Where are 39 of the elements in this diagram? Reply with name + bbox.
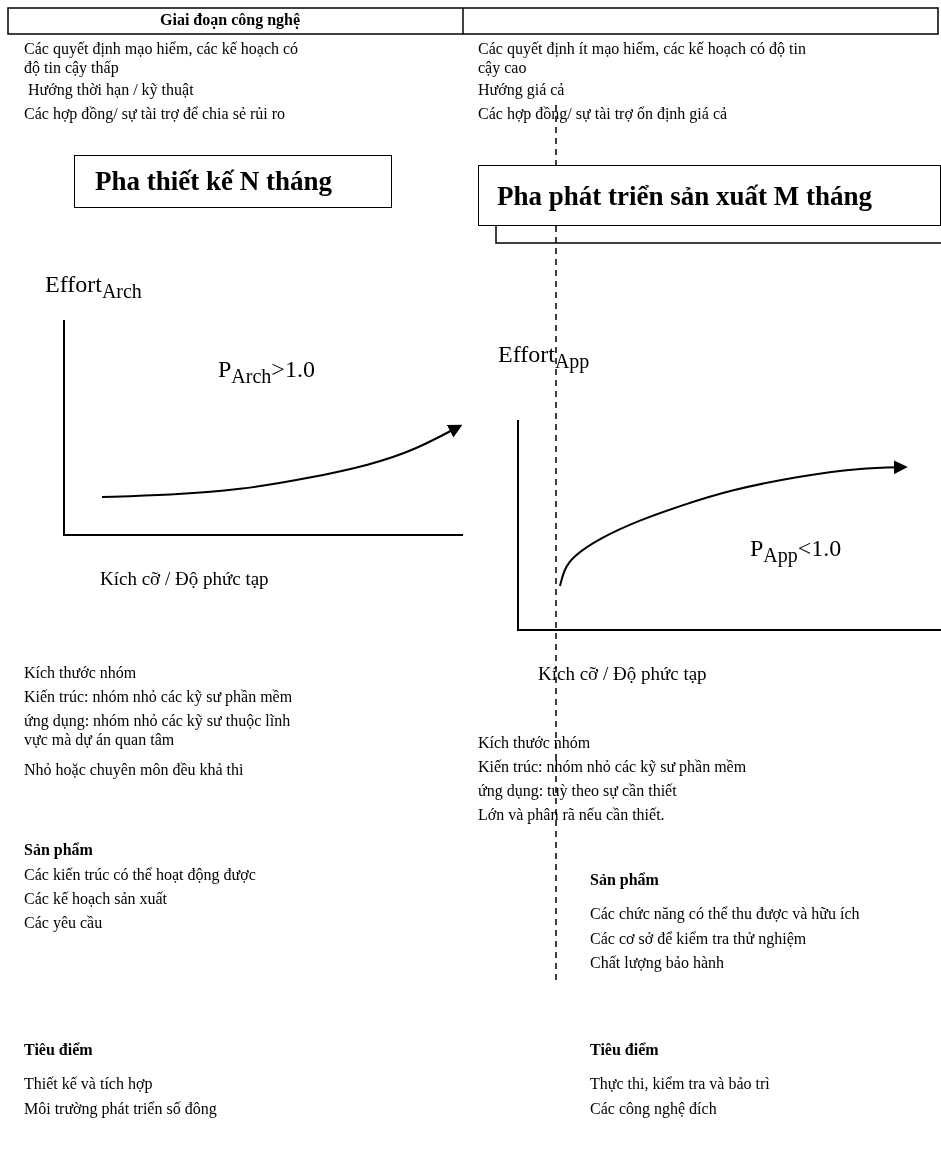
list-item: Các kế hoạch sản xuất	[24, 889, 168, 908]
list-item: Các quyết định mạo hiểm, các kế hoạch có độ tin cậy thấp	[24, 39, 300, 77]
axis-label: Kích cỡ / Độ phức tạp	[100, 568, 269, 590]
axis-label: Effort$_{App}$	[498, 340, 590, 375]
phase-box	[478, 165, 941, 226]
section-heading: Tiêu điểm	[590, 1040, 659, 1059]
list-item: Lớn và phân rã nếu cần thiết.	[478, 805, 665, 824]
list-item: Thực thi, kiểm tra và bảo trì	[590, 1074, 770, 1093]
list-item: Hướng thời hạn / kỹ thuật	[28, 80, 194, 99]
list-item: Các hợp đồng/ sự tài trợ ổn định giá cả	[478, 104, 728, 123]
list-item: Các hợp đồng/ sự tài trợ để chia sẻ rủi ro	[24, 104, 286, 123]
list-item: Các kiến trúc có thể hoạt động được	[24, 865, 256, 884]
list-item: Nhỏ hoặc chuyên môn đều khả thi	[24, 760, 244, 779]
section-heading: Sản phẩm	[24, 840, 93, 859]
phase-title: Pha phát triển sản xuất M tháng	[497, 180, 873, 212]
list-item: Môi trường phát triển số đông	[24, 1099, 217, 1118]
section-heading: Kích thước nhóm	[478, 733, 591, 752]
curve-label: P$_{Arch}$>1.0	[218, 355, 315, 389]
section-heading: Tiêu điểm	[24, 1040, 93, 1059]
list-item: Hướng giá cả	[478, 80, 565, 99]
list-item: Chất lượng bảo hành	[590, 953, 724, 972]
list-item: Các chức năng có thể thu được và hữu ích	[590, 904, 860, 923]
list-item: Các công nghệ đích	[590, 1099, 717, 1118]
section-heading: Kích thước nhóm	[24, 663, 137, 682]
axis-label: Effort$_{Arch}$	[45, 270, 142, 304]
section-heading: Sản phẩm	[590, 870, 659, 889]
curve-label: P$_{App}$<1.0	[750, 534, 842, 569]
list-item: Kiến trúc: nhóm nhỏ các kỹ sư phần mềm	[24, 687, 293, 706]
list-item: Kiến trúc: nhóm nhỏ các kỹ sư phần mềm	[478, 757, 747, 776]
phase-title: Pha thiết kế N tháng	[95, 165, 332, 197]
list-item: ứng dụng: tuỳ theo sự cần thiết	[478, 781, 677, 800]
axis-label: Kích cỡ / Độ phức tạp	[538, 663, 707, 685]
list-item: Các cơ sở để kiểm tra thử nghiệm	[590, 929, 807, 948]
list-item: Thiết kế và tích hợp	[24, 1074, 153, 1093]
list-item: Các quyết định ít mạo hiểm, các kế hoạch có độ tin cậy cao	[478, 39, 807, 77]
column-header: Giai đoạn công nghệ	[160, 10, 301, 29]
list-item: Các yêu cầu	[24, 913, 103, 932]
list-item: ứng dụng: nhóm nhỏ các kỹ sư thuộc lĩnh vực mà dự án quan tâm	[24, 711, 292, 749]
phase-box	[74, 155, 392, 208]
